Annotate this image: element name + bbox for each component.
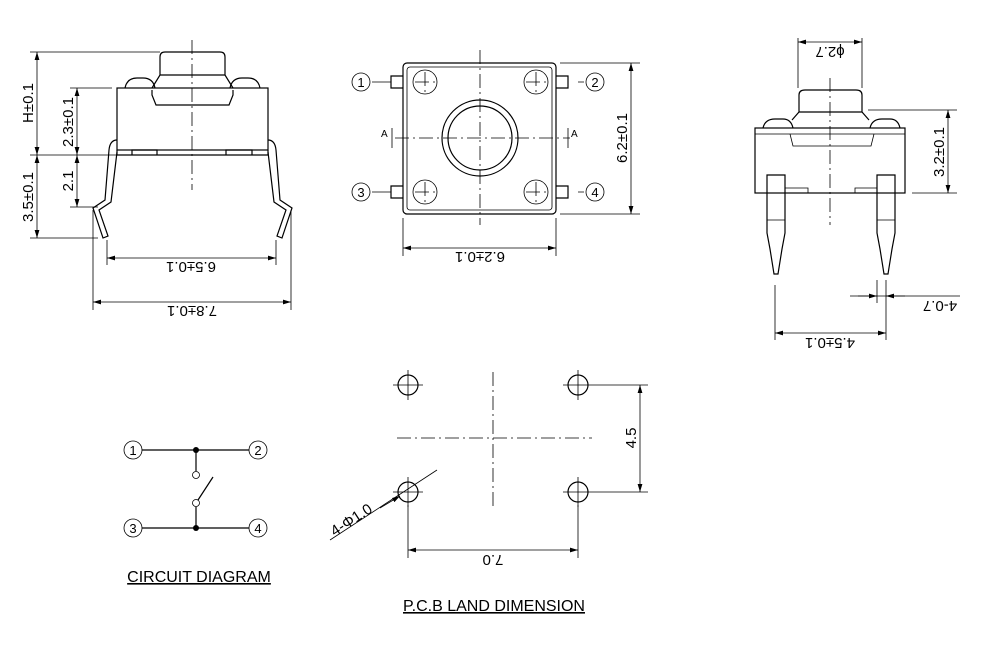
dim-top-width: 6.2±0.1: [455, 248, 505, 265]
side-view: H±0.1 3.5±0.1 2.3±0.1 2.1 6.5±0.1 7.8±0.…: [20, 40, 293, 319]
circuit-pin-2: 2: [254, 443, 261, 458]
top-view: 1 2 3 4 A A 6.2±0.1 6.2±0.1: [351, 50, 640, 265]
dim-front-height: 3.2±0.1: [931, 127, 948, 177]
front-view: ϕ2.7 3.2±0.1 4-0.7 4.5±0.1: [754, 38, 960, 351]
section-mark-right: A: [571, 129, 578, 140]
dim-body: 2.3±0.1: [60, 97, 77, 147]
circuit-diagram: 1 2 3 4 CIRCUIT DIAGRAM: [123, 440, 271, 586]
pcb-land-title: P.C.B LAND DIMENSION: [403, 598, 585, 615]
dim-outer-span: 7.8±0.1: [167, 302, 217, 319]
dim-pcb-pitch-y: 4.5: [623, 428, 640, 449]
dim-h: H±0.1: [20, 83, 37, 123]
dim-pcb-pitch-x: 7.0: [483, 551, 504, 568]
dim-pin-pitch: 4.5±0.1: [805, 334, 855, 351]
dim-top-height: 6.2±0.1: [614, 113, 631, 163]
circuit-pin-1: 1: [129, 443, 136, 458]
circuit-diagram-title: CIRCUIT DIAGRAM: [127, 569, 271, 586]
top-pin-2: 2: [591, 75, 598, 90]
dim-inner-span: 6.5±0.1: [166, 258, 216, 275]
dim-lead: 3.5±0.1: [20, 172, 37, 222]
dim-button-dia: ϕ2.7: [815, 43, 844, 60]
top-pin-4: 4: [591, 185, 598, 200]
circuit-pin-4: 4: [254, 521, 261, 536]
dim-pcb-holes: 4-Φ1.0: [328, 501, 376, 540]
dim-lead-bend: 2.1: [60, 171, 77, 192]
pcb-land-dimension: 4.5 7.0 4-Φ1.0 P.C.B LAND DIMENSION: [328, 370, 648, 615]
dim-pin-width: 4-0.7: [923, 297, 957, 314]
top-pin-3: 3: [357, 185, 364, 200]
section-mark-left: A: [381, 129, 388, 140]
top-pin-1: 1: [357, 75, 364, 90]
circuit-pin-3: 3: [129, 521, 136, 536]
